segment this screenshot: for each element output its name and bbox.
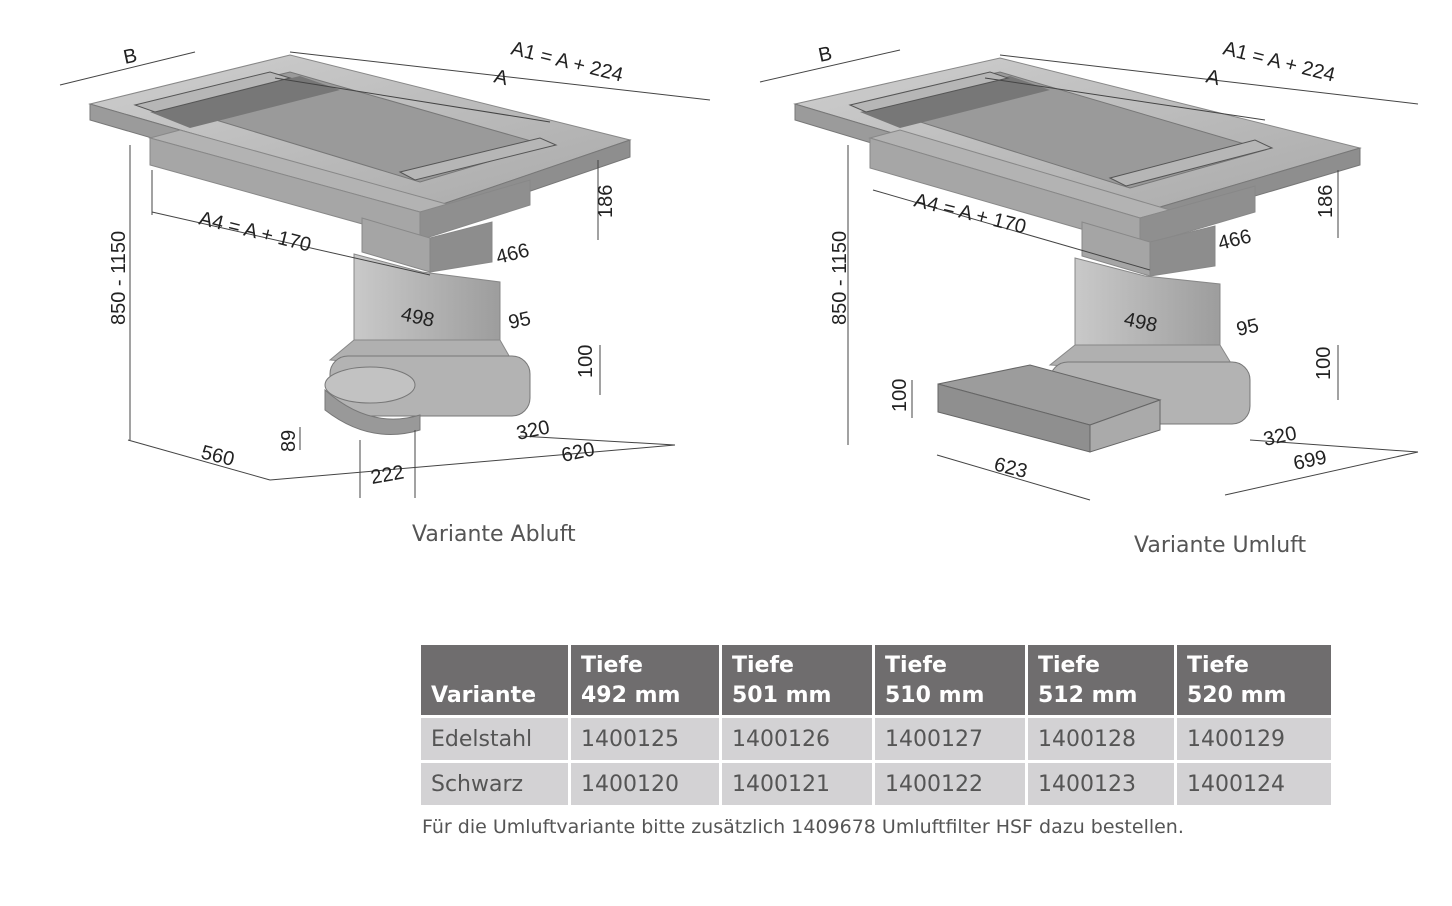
header-value: 492 mm [581, 683, 681, 708]
header-depth-501: Tiefe 501 mm [720, 645, 875, 717]
dim-height: 850 - 1150 [829, 231, 851, 325]
dim-222: 222 [369, 461, 406, 488]
header-depth-510: Tiefe 510 mm [873, 645, 1028, 717]
header-value: 520 mm [1187, 683, 1287, 708]
dim-186: 186 [1315, 185, 1337, 218]
table-cell: 1400120 [569, 760, 722, 805]
header-value: 512 mm [1038, 683, 1138, 708]
dim-560: 560 [199, 442, 237, 471]
table-cell: 1400121 [720, 760, 875, 805]
table-row: Edelstahl 1400125 1400126 1400127 140012… [421, 715, 1331, 762]
table-cell: 1400125 [569, 715, 722, 762]
dim-620: 620 [559, 438, 596, 466]
table-cell: 1400122 [873, 760, 1028, 805]
table-cell: 1400128 [1026, 715, 1177, 762]
dim-699: 699 [1291, 446, 1328, 474]
dim-b: B [816, 43, 834, 67]
dim-a1: A1 = A + 224 [1221, 38, 1337, 87]
header-label: Tiefe [1187, 653, 1249, 678]
table-row: Schwarz 1400120 1400121 1400122 1400123 … [421, 760, 1331, 805]
table-cell: 1400127 [873, 715, 1028, 762]
dim-320: 320 [514, 416, 551, 444]
dim-100-left: 100 [889, 379, 911, 412]
header-value: 510 mm [885, 683, 985, 708]
dim-186: 186 [595, 185, 617, 218]
footnote: Für die Umluftvariante bitte zusätzlich … [422, 816, 1184, 838]
dim-320: 320 [1261, 422, 1298, 450]
table-cell: 1400123 [1026, 760, 1177, 805]
table-cell: 1400129 [1175, 715, 1331, 762]
header-variant: Variante [421, 645, 571, 717]
caption-recirculation: Variante Umluft [1134, 533, 1307, 558]
dim-a4: A4 = A + 170 [197, 208, 313, 257]
dim-466: 466 [1216, 225, 1254, 254]
dim-a: A [492, 66, 511, 91]
dim-b: B [121, 45, 139, 69]
fan-housing [353, 253, 501, 341]
table-cell: 1400124 [1175, 760, 1331, 805]
header-depth-520: Tiefe 520 mm [1175, 645, 1331, 717]
dim-623: 623 [992, 454, 1030, 483]
vent-left [848, 71, 1010, 113]
vent-left [133, 71, 292, 113]
table-cell: 1400126 [720, 715, 875, 762]
header-label: Tiefe [732, 653, 794, 678]
header-label: Tiefe [1038, 653, 1100, 678]
dim-height: 850 - 1150 [108, 231, 130, 325]
header-value: 501 mm [732, 683, 832, 708]
dim-95: 95 [506, 308, 532, 334]
fan-housing [1074, 257, 1221, 346]
row-name: Schwarz [421, 760, 571, 805]
table-header-row: Variante Tiefe 492 mm Tiefe 501 mm Tiefe… [421, 645, 1331, 717]
recirculation-variant-drawing: B A1 = A + 224 A A4 = A + 170 850 - 1150… [759, 38, 1419, 501]
vent-right [398, 137, 558, 181]
dim-466: 466 [494, 239, 532, 268]
dim-100: 100 [575, 345, 597, 378]
header-depth-492: Tiefe 492 mm [569, 645, 722, 717]
dim-89: 89 [278, 430, 300, 452]
header-depth-512: Tiefe 512 mm [1026, 645, 1177, 717]
dim-100-right: 100 [1313, 347, 1335, 380]
header-label: Tiefe [885, 653, 947, 678]
exhaust-variant-drawing: B A1 = A + 224 A A4 = A + 170 850 - 1150… [59, 38, 711, 498]
row-name: Edelstahl [421, 715, 571, 762]
dim-95: 95 [1234, 315, 1260, 341]
article-number-table: Variante Tiefe 492 mm Tiefe 501 mm Tiefe… [421, 645, 1331, 805]
vent-right [1108, 139, 1274, 187]
dim-a: A [1204, 66, 1223, 91]
header-label: Tiefe [581, 653, 643, 678]
caption-exhaust: Variante Abluft [412, 522, 576, 547]
